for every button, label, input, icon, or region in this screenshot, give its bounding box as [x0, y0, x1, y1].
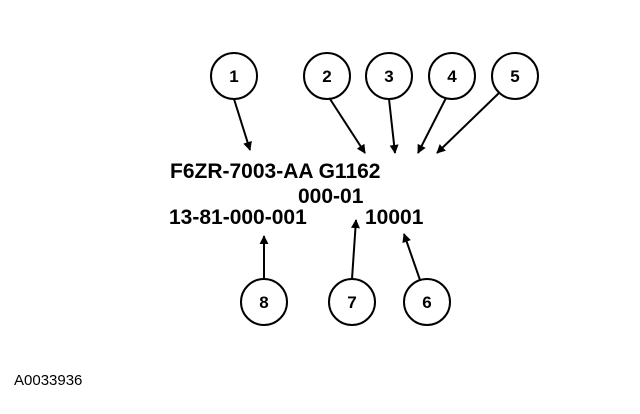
- callout-2: 2: [303, 52, 366, 154]
- callout-3-arrow: [388, 98, 399, 154]
- callout-8-number: 8: [259, 293, 268, 312]
- callout-5-arrow: [436, 92, 500, 154]
- callout-5-number: 5: [510, 67, 519, 86]
- callout-4-number: 4: [447, 67, 457, 86]
- callout-4-arrow: [417, 97, 447, 154]
- callout-3-number: 3: [384, 67, 393, 86]
- callout-3: 3: [365, 52, 413, 154]
- callout-7-arrow: [350, 219, 360, 280]
- callout-7: 7: [328, 219, 376, 326]
- callout-1-arrow: [233, 98, 252, 151]
- figure-id: A0033936: [14, 372, 83, 389]
- part-number-line: F6ZR-7003-AA G1162: [170, 160, 381, 183]
- callout-1-number: 1: [229, 67, 238, 86]
- callout-7-number: 7: [347, 293, 356, 312]
- callout-5: 5: [436, 52, 539, 154]
- code-line-2: 000-01: [298, 185, 364, 208]
- callout-4: 4: [417, 52, 476, 154]
- callout-1: 1: [210, 52, 258, 151]
- callout-6-number: 6: [422, 293, 431, 312]
- callout-6: 6: [402, 233, 451, 326]
- callout-8: 8: [240, 235, 288, 326]
- code-line-3-left: 13-81-000-001: [169, 206, 307, 229]
- callout-2-arrow: [329, 98, 366, 154]
- callout-2-number: 2: [322, 67, 331, 86]
- code-line-3-right: 10001: [365, 206, 424, 229]
- callout-6-arrow: [402, 233, 421, 281]
